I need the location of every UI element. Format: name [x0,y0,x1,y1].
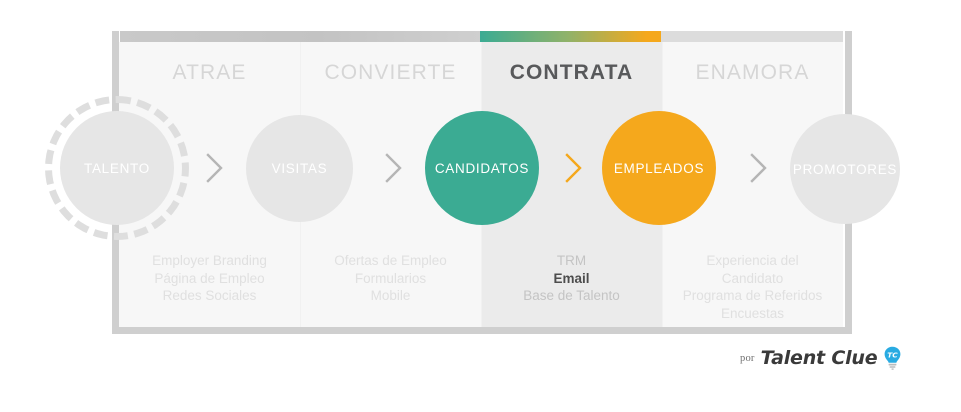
progress-segment-inactive-left [120,31,480,42]
progress-segment-active-gradient [480,31,661,42]
feature-item: Programa de Referidos [682,288,823,303]
brand-name: Talent Clue [760,347,878,369]
chevron-right-icon-3 [563,151,585,185]
stage-title-enamora: ENAMORA [695,61,810,84]
progress-segment-inactive-right [661,31,843,42]
feature-item: Formularios [354,270,427,286]
features-enamora: Experiencia del Candidato Programa de Re… [662,252,843,324]
stage-title-convierte: CONVIERTE [324,61,457,84]
node-candidatos[interactable]: CANDIDATOS [425,111,539,225]
progress-bar [120,31,843,42]
features-contrata: TRM Email Base de Talento [481,252,662,324]
feature-item: Página de Empleo [154,270,265,286]
node-empleados[interactable]: EMPLEADOS [602,111,716,225]
chevron-right-icon-1 [204,151,226,185]
feature-item: Base de Talento [523,288,620,303]
feature-item: Mobile [370,288,411,303]
feature-item: Encuestas [720,305,785,321]
svg-text:TC: TC [888,350,899,359]
node-visitas[interactable]: VISITAS [246,115,353,222]
feature-item: Employer Branding [152,253,267,268]
feature-item: Candidato [721,270,784,286]
feature-item: Ofertas de Empleo [334,253,447,268]
stage-title-atrae: ATRAE [172,61,247,84]
stage-title-contrata: CONTRATA [509,61,634,84]
node-promotores[interactable]: PROMOTORES [790,114,900,224]
feature-item: TRM [556,253,587,268]
footer-prefix: por [740,352,755,364]
chevron-right-icon-4 [748,151,770,185]
feature-item: Experiencia del [706,253,799,268]
stage-features: Employer Branding Página de Empleo Redes… [119,252,845,324]
node-talento[interactable]: TALENTO [60,111,174,225]
feature-item: Redes Sociales [162,288,257,303]
features-atrae: Employer Branding Página de Empleo Redes… [119,252,300,324]
stage-titles: ATRAE CONVIERTE CONTRATA ENAMORA [119,58,845,88]
lightbulb-icon: TC [883,346,902,370]
footer-branding: por Talent Clue TC [740,345,902,371]
feature-item-emphasized: Email [553,270,590,286]
talento-dashed-ring [45,96,189,240]
chevron-right-icon-2 [383,151,405,185]
features-convierte: Ofertas de Empleo Formularios Mobile [300,252,481,324]
